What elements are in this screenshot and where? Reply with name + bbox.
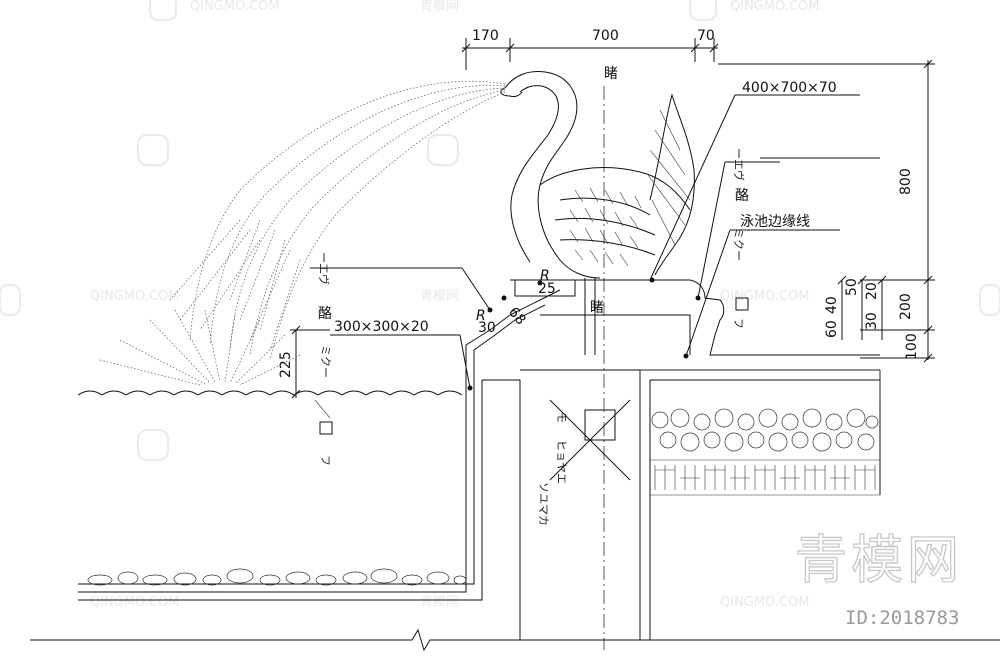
radius-30: 30: [478, 320, 496, 336]
center-char: 睹: [604, 66, 618, 82]
swan-base-char: 睹: [590, 300, 604, 316]
svg-text:QINGMO.COM: QINGMO.COM: [730, 0, 819, 14]
leader-right-annot: 酪 ーエヴ ミクー フ: [695, 148, 780, 329]
vnote-center-c: ソユマカ: [537, 482, 550, 526]
radius-25: 25: [538, 281, 556, 297]
svg-text:青模网: 青模网: [420, 0, 459, 14]
splash-rays: [99, 309, 301, 386]
vnote-center-a: モ: [555, 412, 568, 423]
pool-wall: [78, 279, 881, 640]
vnote-right-bottom: フ: [732, 318, 745, 329]
vnote-left-lower: ミクー: [319, 345, 332, 378]
radius-marks: R 25 R 30 68: [476, 268, 556, 336]
annot-box-left: [319, 421, 333, 435]
leader-slab-top: 400×700×70: [649, 80, 860, 283]
r-mark-30: R: [476, 308, 486, 324]
vnote-right-lower: ミクー: [732, 228, 745, 261]
leader-pool-edge: 泳池边缘线: [683, 157, 880, 359]
water-surface: [77, 390, 463, 396]
dim-200: 200: [898, 293, 914, 320]
dim-170: 170: [472, 28, 499, 44]
svg-text:QINGMO.COM: QINGMO.COM: [720, 289, 809, 304]
leader-left-annot: 酪 300×300×20 ーエヴ ミクー フ: [310, 252, 493, 466]
gravel-layer: [651, 408, 879, 452]
pool-bottom-pebbles: [87, 568, 467, 586]
dim-70: 70: [697, 28, 715, 44]
annot-box-right: [735, 297, 749, 311]
vnote-left-bottom: フ: [319, 455, 332, 466]
dim-800: 800: [898, 168, 914, 195]
svg-text:青模网: 青模网: [420, 595, 459, 610]
dim-700: 700: [592, 28, 619, 44]
water-dimension: 225: [278, 325, 330, 399]
svg-text:QINGMO.COM: QINGMO.COM: [190, 0, 279, 14]
svg-text:QINGMO.COM: QINGMO.COM: [90, 595, 179, 610]
vnote-right-upper: ーエヴ: [732, 148, 746, 181]
dim-30: 30: [864, 312, 880, 330]
label-slab-side: 300×300×20: [334, 319, 429, 335]
svg-text:QINGMO.COM: QINGMO.COM: [90, 289, 179, 304]
r-mark-25: R: [540, 268, 550, 284]
dim-100: 100: [904, 333, 920, 360]
rammed-earth-layer: [650, 459, 880, 496]
svg-text:QINGMO.COM: QINGMO.COM: [720, 595, 809, 610]
right-dimension-chain: 800 200 100 50 20 40 60 30: [718, 59, 935, 363]
label-slab-top: 400×700×70: [742, 80, 837, 96]
dim-20: 20: [864, 282, 880, 300]
center-notes: 睹 モ ヒョヤエ ソユマカ: [537, 300, 604, 526]
top-dimension-chain: 170 700 70 睹: [461, 28, 719, 82]
dim-50: 50: [844, 278, 860, 296]
label-left-annot: 酪: [318, 306, 332, 322]
dim-40: 40: [824, 296, 840, 314]
vnote-center-b: ヒョヤエ: [555, 440, 568, 484]
dim-60: 60: [824, 320, 840, 338]
dim-225: 225: [278, 351, 294, 378]
vnote-left-upper: ーエヴ: [317, 252, 331, 285]
watermark-pattern: QINGMO.COM 青模网 QINGMO.COM QINGMO.COM 青模网…: [0, 0, 1000, 610]
watermark-logo: 青模网: [795, 531, 963, 591]
watermark-id: ID:2018783: [845, 607, 959, 629]
svg-text:青模网: 青模网: [420, 289, 459, 304]
break-line: [30, 628, 1000, 652]
water-spray: [169, 80, 506, 361]
swan-sculpture: [500, 71, 695, 355]
label-right-annot: 酪: [735, 188, 749, 204]
label-pool-edge: 泳池边缘线: [740, 214, 810, 230]
